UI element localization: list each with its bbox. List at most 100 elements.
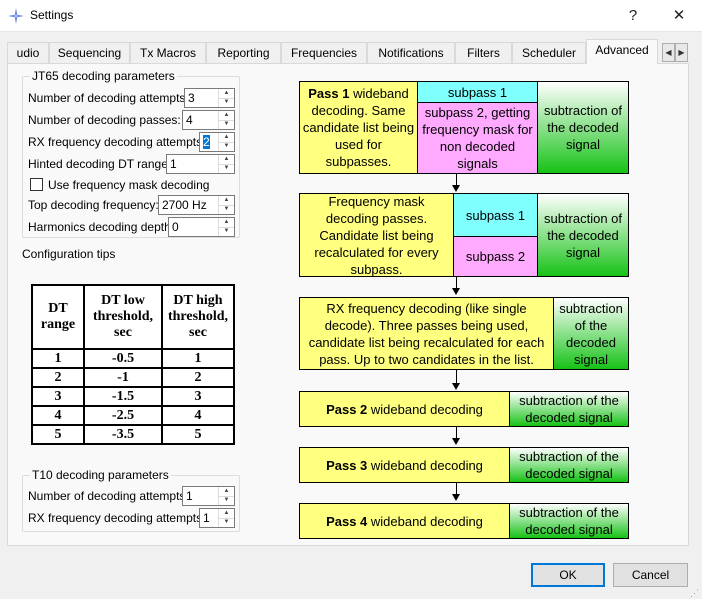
pass3-bold-label: Pass 3 bbox=[326, 457, 368, 473]
passes-spinbox[interactable]: 4 ▲▼ bbox=[182, 110, 235, 130]
flow-arrow-icon bbox=[452, 494, 460, 501]
spin-up-icon[interactable]: ▲ bbox=[219, 196, 234, 206]
subtraction-box: subtraction of the decoded signal bbox=[537, 81, 629, 174]
table-cell: 4 bbox=[161, 405, 235, 426]
table-cell: -1.5 bbox=[83, 386, 163, 407]
pass2-box: Pass 2 wideband decoding bbox=[299, 391, 510, 427]
pass4-bold-label: Pass 4 bbox=[326, 513, 368, 529]
tab-sequencing[interactable]: Sequencing bbox=[49, 42, 130, 63]
flow-arrow-line bbox=[456, 277, 457, 289]
spin-down-icon[interactable]: ▼ bbox=[223, 206, 230, 212]
table-cell: 3 bbox=[31, 386, 85, 407]
table-header: DT range bbox=[31, 284, 85, 350]
hinted-dt-spinbox[interactable]: 1 ▲▼ bbox=[166, 154, 235, 174]
passes-label: Number of decoding passes: bbox=[28, 113, 181, 127]
subtraction-box: subtraction of the decoded signal bbox=[537, 193, 629, 277]
table-header: DT high threshold, sec bbox=[161, 284, 235, 350]
dt-threshold-table: DT range DT low threshold, sec DT high t… bbox=[31, 284, 235, 445]
pass2-bold-label: Pass 2 bbox=[326, 401, 368, 417]
flow-arrow-icon bbox=[452, 438, 460, 445]
spin-down-icon[interactable]: ▼ bbox=[223, 99, 230, 105]
tab-advanced[interactable]: Advanced bbox=[586, 39, 658, 64]
spin-up-icon[interactable]: ▲ bbox=[219, 111, 234, 121]
resize-grip-icon[interactable]: ⋰ bbox=[690, 588, 699, 598]
subpass2-box: subpass 2 bbox=[453, 236, 538, 277]
jt65-group-title: JT65 decoding parameters bbox=[30, 69, 177, 83]
tab-audio[interactable]: udio bbox=[7, 42, 49, 63]
ok-button[interactable]: OK bbox=[531, 563, 605, 587]
t10-group-title: T10 decoding parameters bbox=[30, 468, 171, 482]
tab-tx-macros[interactable]: Tx Macros bbox=[130, 42, 206, 63]
spin-down-icon[interactable]: ▼ bbox=[223, 497, 230, 503]
t10-attempts-label: Number of decoding attempts: bbox=[28, 489, 189, 503]
t10-attempts-spinbox[interactable]: 1 ▲▼ bbox=[182, 486, 235, 506]
freq-mask-label: Use frequency mask decoding bbox=[48, 178, 210, 192]
tab-reporting[interactable]: Reporting bbox=[206, 42, 281, 63]
table-cell: 2 bbox=[31, 367, 85, 388]
pass3-box: Pass 3 wideband decoding bbox=[299, 447, 510, 483]
rx-decoding-box: RX frequency decoding (like single decod… bbox=[299, 297, 554, 370]
attempts-spinbox[interactable]: 3 ▲▼ bbox=[184, 88, 235, 108]
harmonics-label: Harmonics decoding depth: bbox=[28, 220, 175, 234]
subpass1-box: subpass 1 bbox=[417, 81, 538, 103]
spin-up-icon[interactable]: ▲ bbox=[219, 133, 234, 143]
flow-arrow-line bbox=[456, 483, 457, 495]
table-cell: -3.5 bbox=[83, 424, 163, 445]
t10-rx-attempts-spinbox[interactable]: 1 ▲▼ bbox=[199, 508, 235, 528]
table-header-row: DT range DT low threshold, sec DT high t… bbox=[31, 284, 235, 350]
app-star-icon bbox=[8, 8, 24, 24]
hinted-dt-label: Hinted decoding DT range: bbox=[28, 157, 172, 171]
pass1-bold-label: Pass 1 bbox=[308, 86, 350, 101]
flow-arrow-icon bbox=[452, 288, 460, 295]
freq-mask-checkbox[interactable] bbox=[30, 178, 43, 191]
help-button[interactable]: ? bbox=[628, 7, 638, 24]
table-cell: -1 bbox=[83, 367, 163, 388]
cancel-button[interactable]: Cancel bbox=[613, 563, 688, 587]
pass4-box: Pass 4 wideband decoding bbox=[299, 503, 510, 539]
tab-notifications[interactable]: Notifications bbox=[367, 42, 455, 63]
flow-arrow-line bbox=[456, 174, 457, 186]
table-cell: 5 bbox=[31, 424, 85, 445]
table-cell: 2 bbox=[161, 367, 235, 388]
spin-down-icon[interactable]: ▼ bbox=[223, 228, 230, 234]
spin-up-icon[interactable]: ▲ bbox=[219, 509, 234, 519]
rx-attempts-label: RX frequency decoding attempts: bbox=[28, 135, 206, 149]
pass4-description: wideband decoding bbox=[367, 513, 483, 529]
spin-up-icon[interactable]: ▲ bbox=[219, 155, 234, 165]
pass3-description: wideband decoding bbox=[367, 457, 483, 473]
attempts-label: Number of decoding attempts: bbox=[28, 91, 189, 105]
top-freq-spinbox[interactable]: 2700 Hz ▲▼ bbox=[158, 195, 235, 215]
tab-filters[interactable]: Filters bbox=[455, 42, 512, 63]
flow-arrow-line bbox=[456, 427, 457, 439]
pass2-description: wideband decoding bbox=[367, 401, 483, 417]
spin-down-icon[interactable]: ▼ bbox=[223, 121, 230, 127]
title-bar bbox=[0, 0, 702, 32]
table-cell: -0.5 bbox=[83, 348, 163, 369]
pass1-box: Pass 1 wideband decoding. Same candidate… bbox=[299, 81, 418, 174]
t10-rx-attempts-label: RX frequency decoding attempts: bbox=[28, 511, 206, 525]
config-tips-label: Configuration tips bbox=[22, 247, 116, 261]
subtraction-box: subtraction of the decoded signal bbox=[509, 391, 629, 427]
subpass1-box: subpass 1 bbox=[453, 193, 538, 237]
close-button[interactable]: ✕ bbox=[672, 7, 686, 24]
spin-down-icon[interactable]: ▼ bbox=[223, 519, 230, 525]
table-cell: 5 bbox=[161, 424, 235, 445]
tab-frequencies[interactable]: Frequencies bbox=[281, 42, 367, 63]
rx-attempts-spinbox[interactable]: 2 ▲▼ bbox=[199, 132, 235, 152]
table-cell: 1 bbox=[161, 348, 235, 369]
tab-scroll-right-icon[interactable]: ▶ bbox=[675, 43, 688, 62]
spin-up-icon[interactable]: ▲ bbox=[219, 487, 234, 497]
spin-down-icon[interactable]: ▼ bbox=[223, 165, 230, 171]
spin-down-icon[interactable]: ▼ bbox=[223, 143, 230, 149]
table-cell: -2.5 bbox=[83, 405, 163, 426]
subpass2-mask-box: subpass 2, getting frequency mask for no… bbox=[417, 102, 538, 174]
tab-scroll-left-icon[interactable]: ◀ bbox=[662, 43, 675, 62]
harmonics-spinbox[interactable]: 0 ▲▼ bbox=[168, 217, 235, 237]
spin-up-icon[interactable]: ▲ bbox=[219, 89, 234, 99]
tab-scheduler[interactable]: Scheduler bbox=[512, 42, 586, 63]
spin-up-icon[interactable]: ▲ bbox=[219, 218, 234, 228]
flow-arrow-icon bbox=[452, 383, 460, 390]
